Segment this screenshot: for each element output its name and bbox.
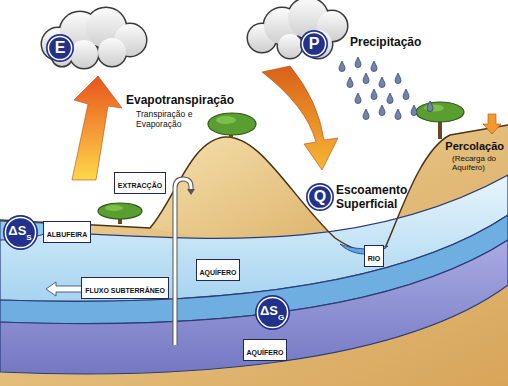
- rain-drop: [347, 77, 353, 88]
- cloud-outline: [278, 34, 302, 58]
- badge-disc: [302, 32, 325, 55]
- badge-text: ΔSG: [260, 302, 284, 321]
- rain-drop: [355, 57, 361, 68]
- badge-symbol: ΔS: [8, 223, 26, 238]
- badge-symbol: E: [55, 39, 66, 56]
- well-pipe: [175, 179, 191, 345]
- badge-disc: [48, 36, 71, 59]
- storage-badge: ΔSS: [3, 215, 38, 250]
- badge-symbol: ΔS: [260, 303, 278, 318]
- tree-canopy: [98, 203, 142, 219]
- rain-drop: [363, 73, 369, 84]
- part-label-box: RIO: [364, 245, 384, 267]
- rain-drop: [427, 101, 433, 112]
- evapotranspiration-arrow: [72, 76, 122, 180]
- cloud: [98, 38, 126, 66]
- rain-drop: [371, 89, 377, 100]
- part-label-box: ALBUFEIRA: [43, 221, 91, 243]
- badge-text: Q: [314, 189, 326, 205]
- badge-text: P: [309, 36, 320, 52]
- badge-ring: [300, 30, 328, 58]
- badge-symbol: G: [278, 313, 284, 322]
- tree-canopy: [208, 113, 256, 135]
- rain-drop: [379, 77, 385, 88]
- badge-disc: [5, 217, 35, 247]
- cloud: [278, 34, 302, 58]
- percolation-arrow: [483, 114, 501, 134]
- storage-badge: ΔSG: [255, 295, 290, 330]
- variable-badge: Q: [306, 183, 334, 211]
- precipitation-arrow: [262, 66, 338, 170]
- process-title: Evapotranspiração: [126, 94, 234, 108]
- ground-surface: [0, 125, 508, 251]
- rain-drop: [387, 93, 393, 104]
- groundwater-flow-arrow: [46, 282, 82, 296]
- process-title: Percolação: [445, 140, 504, 153]
- variable-badge: P: [300, 30, 328, 58]
- badge-text: ΔSS: [8, 222, 31, 241]
- part-label: AQUÍFERO: [247, 349, 284, 356]
- rain-drop: [371, 61, 377, 72]
- badge-ring: [306, 183, 334, 211]
- part-label: FLUXO SUBTERRÂNEO: [85, 287, 165, 294]
- rain-drop: [355, 93, 361, 104]
- badge-symbol: S: [26, 233, 31, 242]
- lower-aquifer-band: [0, 240, 508, 374]
- badge-ring: [46, 34, 74, 62]
- rain-drop: [395, 109, 401, 120]
- rain-drop: [395, 73, 401, 84]
- part-label: EXTRACÇÃO: [118, 182, 162, 189]
- badge-ring: [255, 295, 290, 330]
- process-title: Escoamento Superficial: [336, 184, 418, 212]
- rain-drop: [411, 105, 417, 116]
- badge-ring: [3, 215, 38, 250]
- part-label-box: EXTRACÇÃO: [114, 172, 166, 194]
- well-pipe-outline: [175, 179, 191, 345]
- tree-highlight: [105, 205, 123, 211]
- process-title: Precipitação: [350, 36, 421, 50]
- process-subtitle: Transpiração e Evaporação: [136, 110, 200, 130]
- rain-drop: [363, 109, 369, 120]
- process-subtitle: (Recarga do Aquífero): [452, 154, 504, 172]
- part-label-box: AQUÍFERO: [196, 259, 241, 281]
- cloud-outline: [98, 38, 126, 66]
- cloud-outline: [70, 40, 98, 68]
- badge-disc: [257, 297, 287, 327]
- badge-symbol: Q: [314, 188, 326, 205]
- rain-drop: [339, 61, 345, 72]
- rain-drop: [403, 89, 409, 100]
- badge-disc: [308, 185, 331, 208]
- tree-canopy: [416, 102, 464, 122]
- well-outlet-arrow: [187, 189, 195, 195]
- badge-text: E: [55, 40, 66, 56]
- part-label: ALBUFEIRA: [47, 231, 87, 238]
- part-label: AQUÍFERO: [200, 269, 237, 276]
- tree-highlight: [216, 116, 236, 124]
- cloud: [70, 40, 98, 68]
- badge-symbol: P: [309, 35, 320, 52]
- part-label-box: FLUXO SUBTERRÂNEO: [81, 277, 169, 299]
- variable-badge: E: [46, 34, 74, 62]
- rain-drop: [379, 105, 385, 116]
- part-label-box: AQUÍFERO: [243, 339, 288, 361]
- part-label: RIO: [368, 255, 380, 262]
- hill: [150, 137, 335, 243]
